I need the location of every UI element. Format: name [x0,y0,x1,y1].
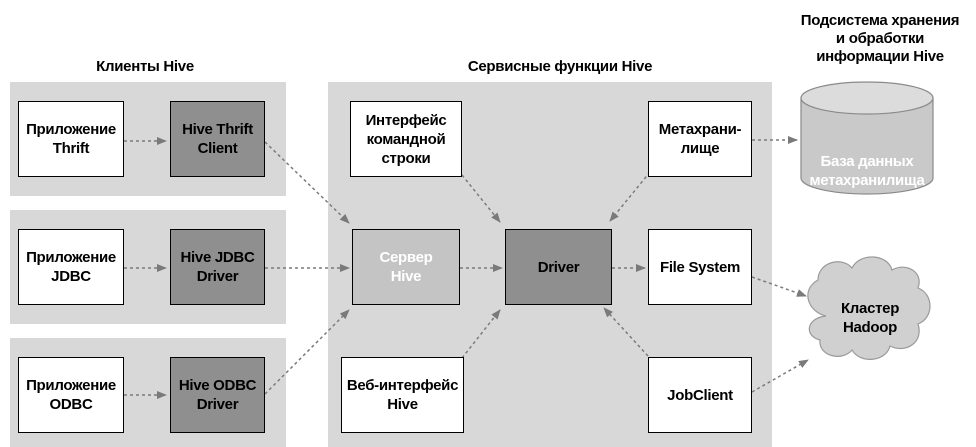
hadoop-cluster-cloud [807,256,931,360]
odbc-application-box: Приложение ODBC [18,357,124,433]
arrow-odbc-driver-to-server [264,309,350,395]
services-heading: Сервисные функции Hive [467,58,653,75]
storage-heading: Подсистема хранения и обработки информац… [800,12,960,65]
arrow-filesystem-to-hadoop [751,276,807,297]
cli-box: Интерфейс командной строки [350,101,462,177]
arrow-metastore-to-driver [609,171,651,222]
web-ui-box: Веб-интерфейс Hive [341,357,464,433]
metastore-database-cylinder [800,81,934,195]
hive-thrift-client-box: Hive Thrift Client [170,101,265,177]
job-client-box: JobClient [648,357,752,433]
arrow-cli-to-driver [461,174,501,223]
thrift-application-box: Приложение Thrift [18,101,124,177]
hive-server-box: Сервер Hive [352,229,460,305]
clients-heading: Клиенты Hive [96,58,194,75]
arrow-webui-to-driver [461,309,501,359]
arrow-thrift-client-to-server [264,141,350,224]
hive-odbc-driver-box: Hive ODBC Driver [170,357,265,433]
metastore-box: Метахрани- лище [648,101,752,177]
arrow-jobclient-to-hadoop [751,359,809,393]
file-system-box: File System [648,229,752,305]
driver-box: Driver [505,229,612,305]
arrow-jobclient-to-driver [603,307,649,357]
hadoop-cluster-label: Кластер Hadoop [840,300,900,336]
jdbc-application-box: Приложение JDBC [18,229,124,305]
metastore-db-label: База данных метахранилища [809,153,925,189]
hive-jdbc-driver-box: Hive JDBC Driver [170,229,265,305]
